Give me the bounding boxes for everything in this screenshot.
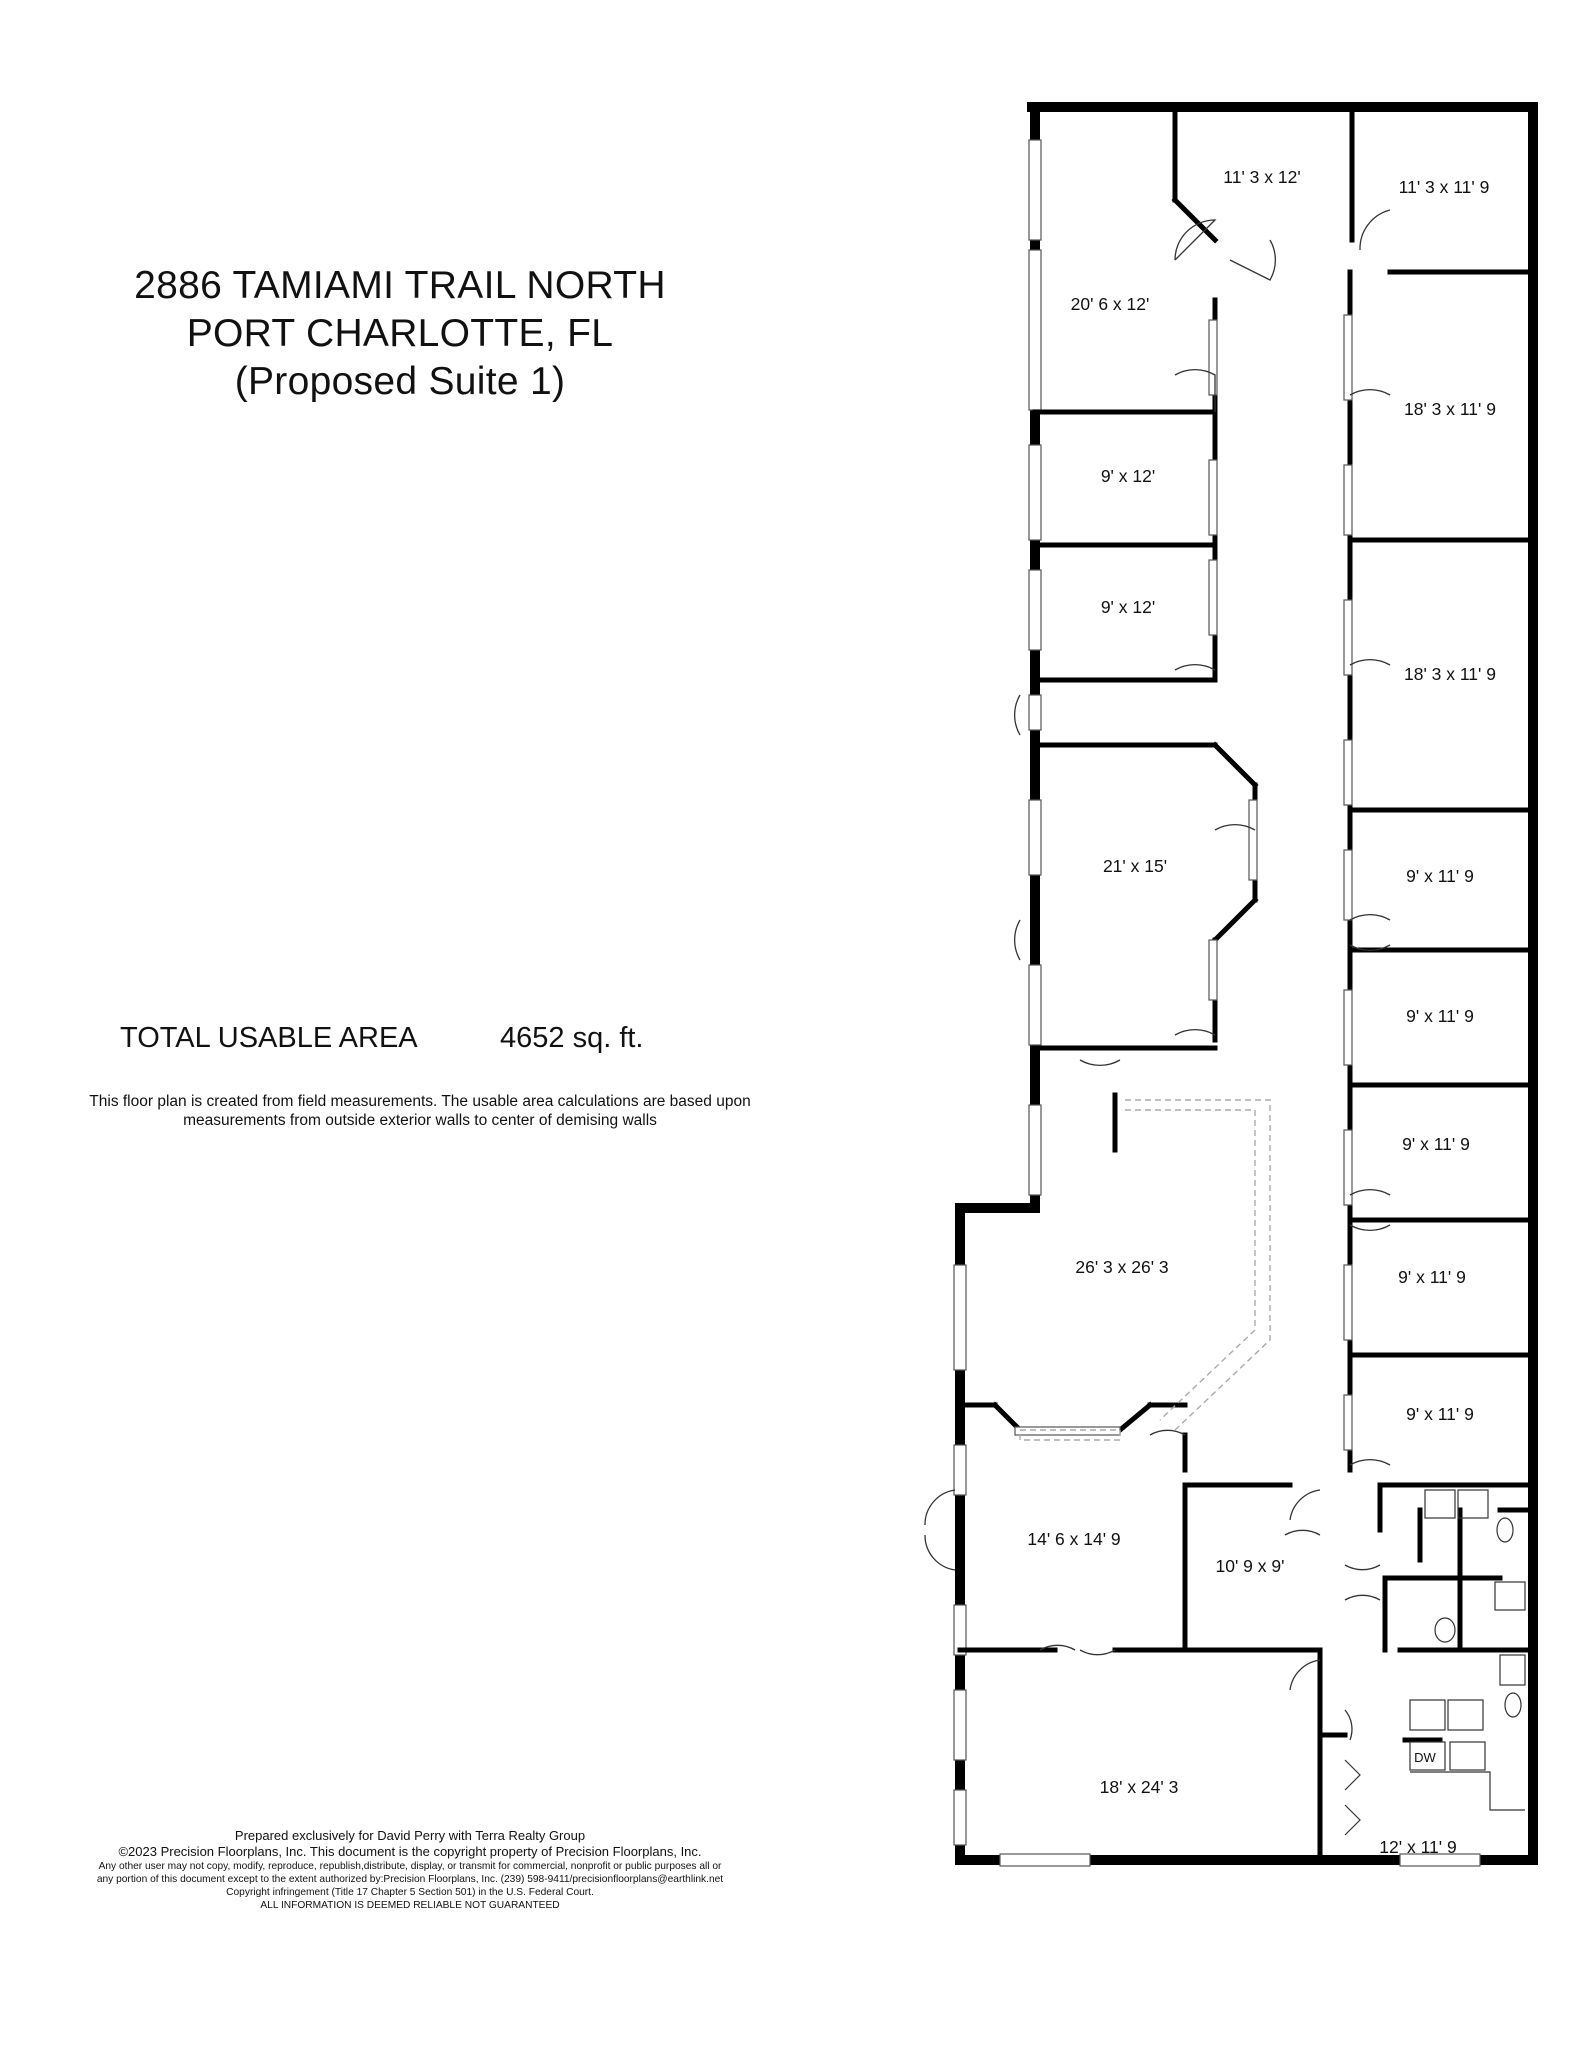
room-label: 9' x 11' 9 xyxy=(1406,866,1474,886)
legal-line-3: Copyright infringement (Title 17 Chapter… xyxy=(226,1887,594,1898)
room-label: 14' 6 x 14' 9 xyxy=(1027,1529,1120,1549)
note-line-2: measurements from outside exterior walls… xyxy=(183,1112,657,1129)
room-label: 11' 3 x 12' xyxy=(1223,167,1300,187)
room-label: 9' x 11' 9 xyxy=(1406,1006,1474,1026)
room-label: 9' x 11' 9 xyxy=(1406,1404,1474,1424)
legal-line-4: ALL INFORMATION IS DEEMED RELIABLE NOT G… xyxy=(260,1900,560,1911)
exterior-wall xyxy=(955,102,1538,1865)
suite-label: (Proposed Suite 1) xyxy=(234,360,566,403)
room-label: 12' x 11' 9 xyxy=(1379,1837,1456,1857)
legal-line-1: Any other user may not copy, modify, rep… xyxy=(98,1861,722,1872)
total-area-label: TOTAL USABLE AREA xyxy=(120,1022,418,1054)
total-area-value: 4652 sq. ft. xyxy=(500,1022,644,1054)
copyright-line: ©2023 Precision Floorplans, Inc. This do… xyxy=(118,1844,702,1859)
legal-line-2: any portion of this document except to t… xyxy=(96,1874,724,1885)
room-label: 10' 9 x 9' xyxy=(1216,1556,1285,1576)
dishwasher-label: DW xyxy=(1414,1750,1436,1765)
counter-outline xyxy=(1125,1099,1271,1431)
room-label: 9' x 11' 9 xyxy=(1398,1267,1466,1287)
room-label: 18' 3 x 11' 9 xyxy=(1404,664,1496,684)
measurement-note: This floor plan is created from field me… xyxy=(40,1092,800,1130)
interior-walls xyxy=(957,104,1533,1863)
room-label: 9' x 12' xyxy=(1101,597,1155,617)
note-line-1: This floor plan is created from field me… xyxy=(89,1093,751,1110)
room-label: 18' 3 x 11' 9 xyxy=(1404,399,1496,419)
room-label: 21' x 15' xyxy=(1103,856,1167,876)
room-label: 11' 3 x 11' 9 xyxy=(1399,177,1490,197)
prepared-for: Prepared exclusively for David Perry wit… xyxy=(234,1828,586,1843)
bathroom-fixtures xyxy=(1409,1489,1526,1731)
hallway-windows xyxy=(1014,314,1353,1451)
door-swings xyxy=(924,209,1391,1741)
room-label: 9' x 11' 9 xyxy=(1402,1134,1470,1154)
address-line-1: 2886 TAMIAMI TRAIL NORTH xyxy=(134,264,666,307)
credits-block: Prepared exclusively for David Perry wit… xyxy=(60,1828,760,1912)
room-label: 18' x 24' 3 xyxy=(1100,1777,1179,1797)
room-label: 9' x 12' xyxy=(1101,466,1155,486)
room-label: 26' 3 x 26' 3 xyxy=(1075,1257,1168,1277)
kitchen-fixtures xyxy=(1344,1741,1525,1836)
address-line-2: PORT CHARLOTTE, FL xyxy=(186,312,614,355)
exterior-windows xyxy=(953,139,1481,1867)
reception-window xyxy=(1019,1429,1121,1441)
room-label: 20' 6 x 12' xyxy=(1071,294,1150,314)
